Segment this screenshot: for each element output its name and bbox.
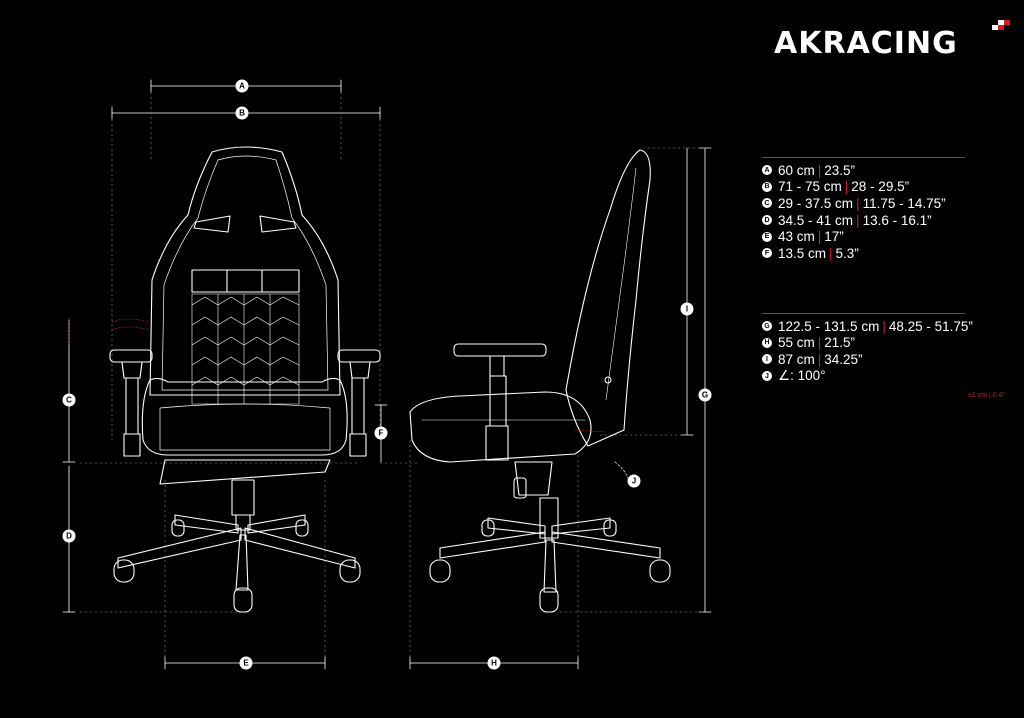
spec-metric: 60 cm	[778, 162, 815, 178]
spec-letter: H	[762, 337, 772, 348]
spec-imperial: 5.3”	[835, 245, 859, 261]
spec-letter: D	[762, 215, 772, 226]
spec-row: B 71 - 75 cm|28 - 29.5”	[762, 179, 967, 196]
brand-logo: AKRACING	[774, 26, 958, 61]
spec-separator: |	[829, 245, 833, 261]
spec-metric: 122.5 - 131.5 cm	[778, 318, 880, 334]
spec-letter: I	[762, 354, 772, 365]
spec-imperial: 48.25 - 51.75”	[888, 318, 973, 334]
spec-row: D 34.5 - 41 cm|13.6 - 16.1”	[762, 212, 967, 229]
spec-row: J ∠: 100°	[762, 368, 967, 385]
tolerance-note: ±1 cm | 0.4”	[968, 392, 1005, 399]
spec-metric: 71 - 75 cm	[778, 179, 842, 195]
badge-b: B	[235, 106, 249, 120]
spec-separator: |	[856, 195, 860, 211]
spec-divider-top	[762, 157, 965, 158]
badge-i: I	[680, 302, 694, 316]
spec-row: C 29 - 37.5 cm|11.75 - 14.75”	[762, 195, 967, 212]
spec-imperial: 11.75 - 14.75”	[862, 195, 946, 211]
spec-separator: |	[817, 351, 822, 367]
spec-separator: |	[817, 229, 822, 245]
spec-metric: 34.5 - 41 cm	[778, 212, 854, 228]
badge-g: G	[698, 388, 712, 402]
spec-row: F 13.5 cm|5.3”	[762, 245, 967, 262]
spec-letter: C	[762, 198, 772, 209]
badge-d: D	[62, 529, 76, 543]
brand-checker-icon	[992, 20, 1010, 30]
spec-letter: E	[762, 231, 772, 242]
spec-metric: 87 cm	[778, 351, 815, 367]
spec-separator: |	[817, 162, 822, 178]
spec-row: G 122.5 - 131.5 cm|48.25 - 51.75”	[762, 318, 973, 335]
spec-letter: B	[762, 181, 772, 192]
spec-metric: ∠: 100°	[778, 368, 826, 384]
spec-separator: |	[817, 335, 822, 351]
spec-letter: F	[762, 248, 772, 259]
spec-imperial: 23.5”	[824, 162, 856, 178]
badge-h: H	[487, 656, 501, 670]
spec-metric: 29 - 37.5 cm	[778, 195, 854, 211]
spec-imperial: 34.25”	[824, 351, 863, 367]
spec-metric: 13.5 cm	[778, 245, 827, 261]
spec-letter: A	[762, 165, 772, 176]
spec-metric: 55 cm	[778, 335, 815, 351]
spec-letter: J	[762, 371, 772, 382]
spec-metric: 43 cm	[778, 229, 815, 245]
spec-separator: |	[844, 179, 849, 195]
spec-row: I 87 cm|34.25”	[762, 351, 967, 368]
badge-e: E	[239, 656, 253, 670]
spec-letter: G	[762, 321, 772, 332]
spec-imperial: 17”	[824, 229, 844, 245]
badge-c: C	[62, 393, 76, 407]
spec-separator: |	[856, 212, 860, 228]
badge-f: F	[374, 426, 388, 440]
spec-imperial: 13.6 - 16.1”	[862, 212, 932, 228]
spec-imperial: 28 - 29.5”	[851, 179, 910, 195]
badge-j: J	[627, 474, 641, 488]
spec-row: H 55 cm|21.5”	[762, 335, 967, 352]
spec-separator: |	[882, 318, 886, 334]
spec-row: A 60 cm|23.5”	[762, 162, 967, 179]
spec-imperial: 21.5”	[824, 335, 856, 351]
spec-row: E 43 cm|17”	[762, 228, 967, 245]
badge-a: A	[235, 79, 249, 93]
spec-divider-middle	[762, 313, 965, 314]
